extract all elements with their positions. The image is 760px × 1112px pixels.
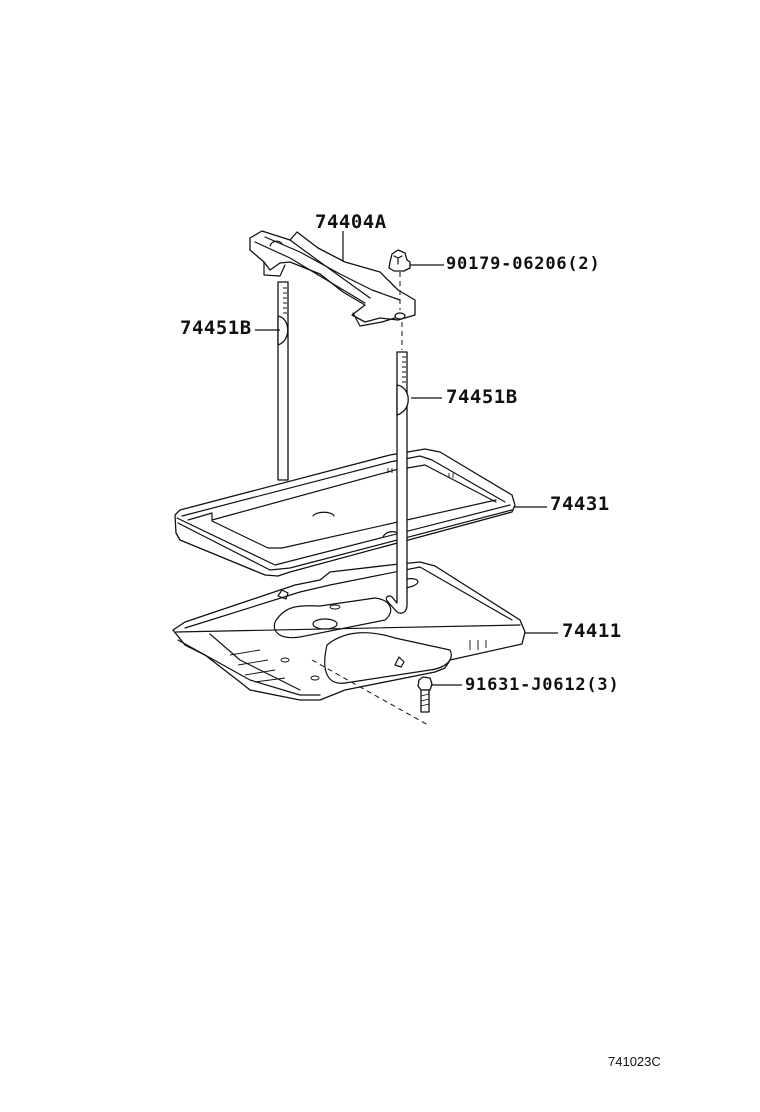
part-label-rod-right: 74451B xyxy=(446,386,518,408)
diagram-reference-code: 741023C xyxy=(608,1054,661,1069)
hold-down-rod-right xyxy=(385,351,409,614)
lower-battery-tray-74411 xyxy=(172,561,526,701)
bolt-91631-J0612 xyxy=(311,659,433,726)
leader-lines xyxy=(255,231,558,686)
part-label-upper-tray: 74431 xyxy=(550,493,610,515)
nut-90179-06206 xyxy=(388,249,411,350)
part-label-rod-left: 74451B xyxy=(180,317,252,339)
part-label-clamp: 74404A xyxy=(315,211,387,233)
part-label-nut: 90179-06206(2) xyxy=(446,254,601,274)
part-label-bolt: 91631-J0612(3) xyxy=(465,675,620,695)
upper-battery-tray-74431 xyxy=(174,448,516,577)
hold-down-rod-left xyxy=(277,281,289,481)
part-label-lower-tray: 74411 xyxy=(562,620,622,642)
battery-clamp-74404A xyxy=(249,230,416,327)
